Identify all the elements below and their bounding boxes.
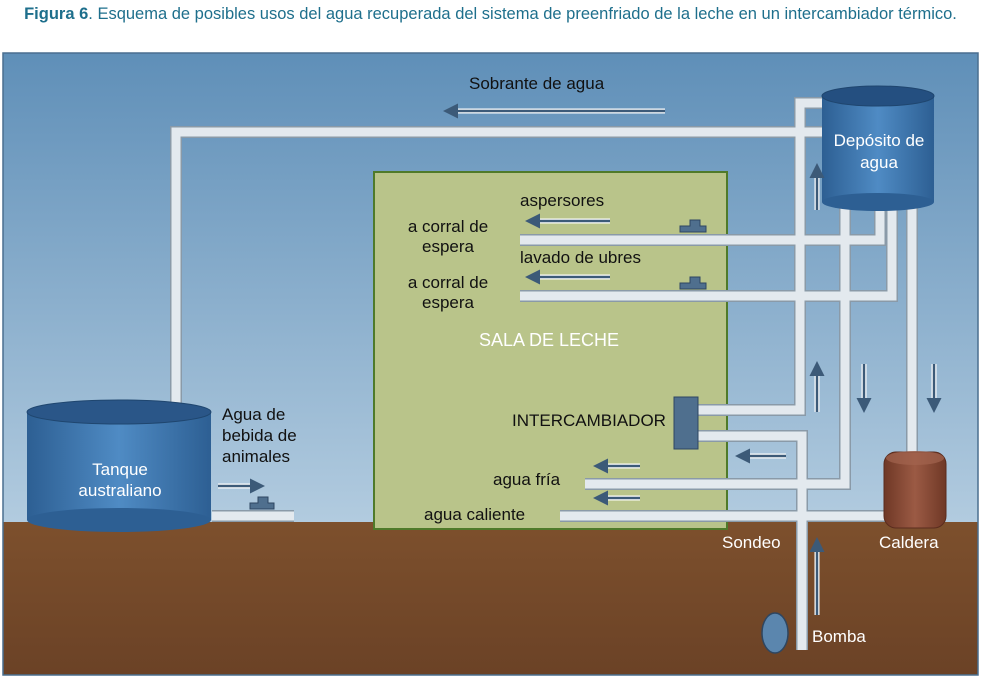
milk-room xyxy=(373,171,728,530)
water-deposit-tank xyxy=(821,85,935,211)
label-corral-2: a corral de espera xyxy=(407,273,489,312)
label-agua-bebida: Agua de bebida de animales xyxy=(222,405,297,466)
flow-arrows xyxy=(218,103,942,615)
boiler xyxy=(883,451,947,529)
label-deposito: Depósito de agua xyxy=(833,131,925,172)
faucet-icon xyxy=(679,276,707,290)
faucet-icon xyxy=(249,496,275,510)
label-sondeo: Sondeo xyxy=(722,533,781,552)
pump xyxy=(761,612,789,654)
label-tanque: Tanque australiano xyxy=(78,460,162,500)
australian-tank xyxy=(26,399,212,532)
label-agua-fria: agua fría xyxy=(493,470,561,489)
label-sala: SALA DE LECHE xyxy=(479,330,620,350)
label-caldera: Caldera xyxy=(879,533,939,552)
label-bomba: Bomba xyxy=(812,627,866,646)
pipes xyxy=(170,97,918,650)
ground xyxy=(3,522,978,675)
label-corral-1: a corral de espera xyxy=(407,217,489,256)
label-intercambiador: INTERCAMBIADOR xyxy=(512,411,666,430)
caption-prefix: Figura 6 xyxy=(24,5,89,23)
caption-text: . Esquema de posibles usos del agua recu… xyxy=(88,5,957,23)
figure-caption: Figura 6. Esquema de posibles usos del a… xyxy=(0,4,981,24)
faucet-icon xyxy=(679,219,707,233)
label-agua-caliente: agua caliente xyxy=(424,505,526,524)
heat-exchanger xyxy=(673,396,699,450)
label-lavado: lavado de ubres xyxy=(520,248,641,267)
label-aspersores: aspersores xyxy=(520,191,605,210)
label-sobrante: Sobrante de agua xyxy=(469,74,605,93)
